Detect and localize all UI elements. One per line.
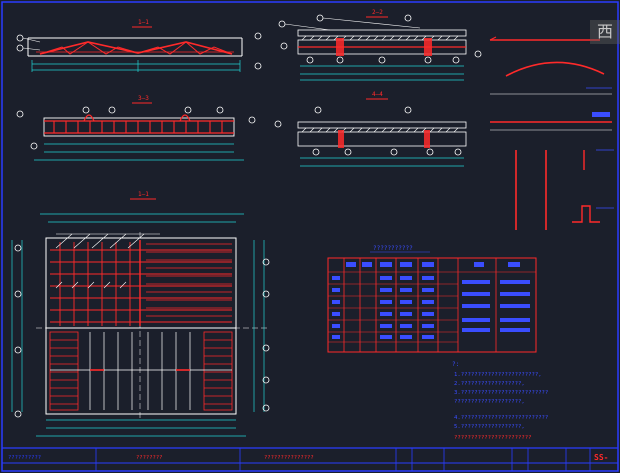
view-truss-elevation: 1–1 (16, 19, 262, 72)
note-4: ????????????????????, (454, 399, 525, 405)
notes-heading: ?: (452, 361, 459, 368)
title-cell-3: ??????????????? (264, 455, 314, 461)
title-block: ?????????? ???????? ??????????????? SS- (8, 448, 608, 471)
section-label-3: 3–3 (138, 95, 149, 102)
note-red: ??????????????????????? (454, 435, 531, 441)
view-beam-elevation: 3–3 (16, 95, 256, 161)
note-2: 2.??????????????????, (454, 381, 525, 387)
view-arc-details (489, 36, 614, 230)
note-1: 1.???????????????????????, (454, 372, 542, 378)
section-label-1: 1–1 (138, 19, 149, 26)
view-section-lower: 4–4 (274, 91, 467, 167)
title-cell-2: ???????? (136, 455, 163, 461)
sheet-number: SS- (594, 453, 608, 462)
view-plan: 1–1 (11, 191, 270, 437)
section-label-4: 4–4 (372, 91, 383, 98)
notes-block: ?: 1.???????????????????????, 2.????????… (452, 361, 548, 441)
title-cell-1: ?????????? (8, 455, 41, 461)
view-section-upper: 2–2 (278, 9, 482, 81)
note-3: 3.?????????????????????????? (454, 390, 548, 396)
note-6: 5.??????????????????, (454, 424, 525, 430)
section-label-2: 2–2 (372, 9, 383, 16)
table-title: ??????????? (373, 245, 413, 252)
plan-title: 1–1 (138, 191, 149, 198)
watermark-badge: 西 (590, 20, 620, 44)
rebar-table: ??????????? (327, 245, 537, 353)
note-5: 4.?????????????????????????? (454, 415, 548, 421)
